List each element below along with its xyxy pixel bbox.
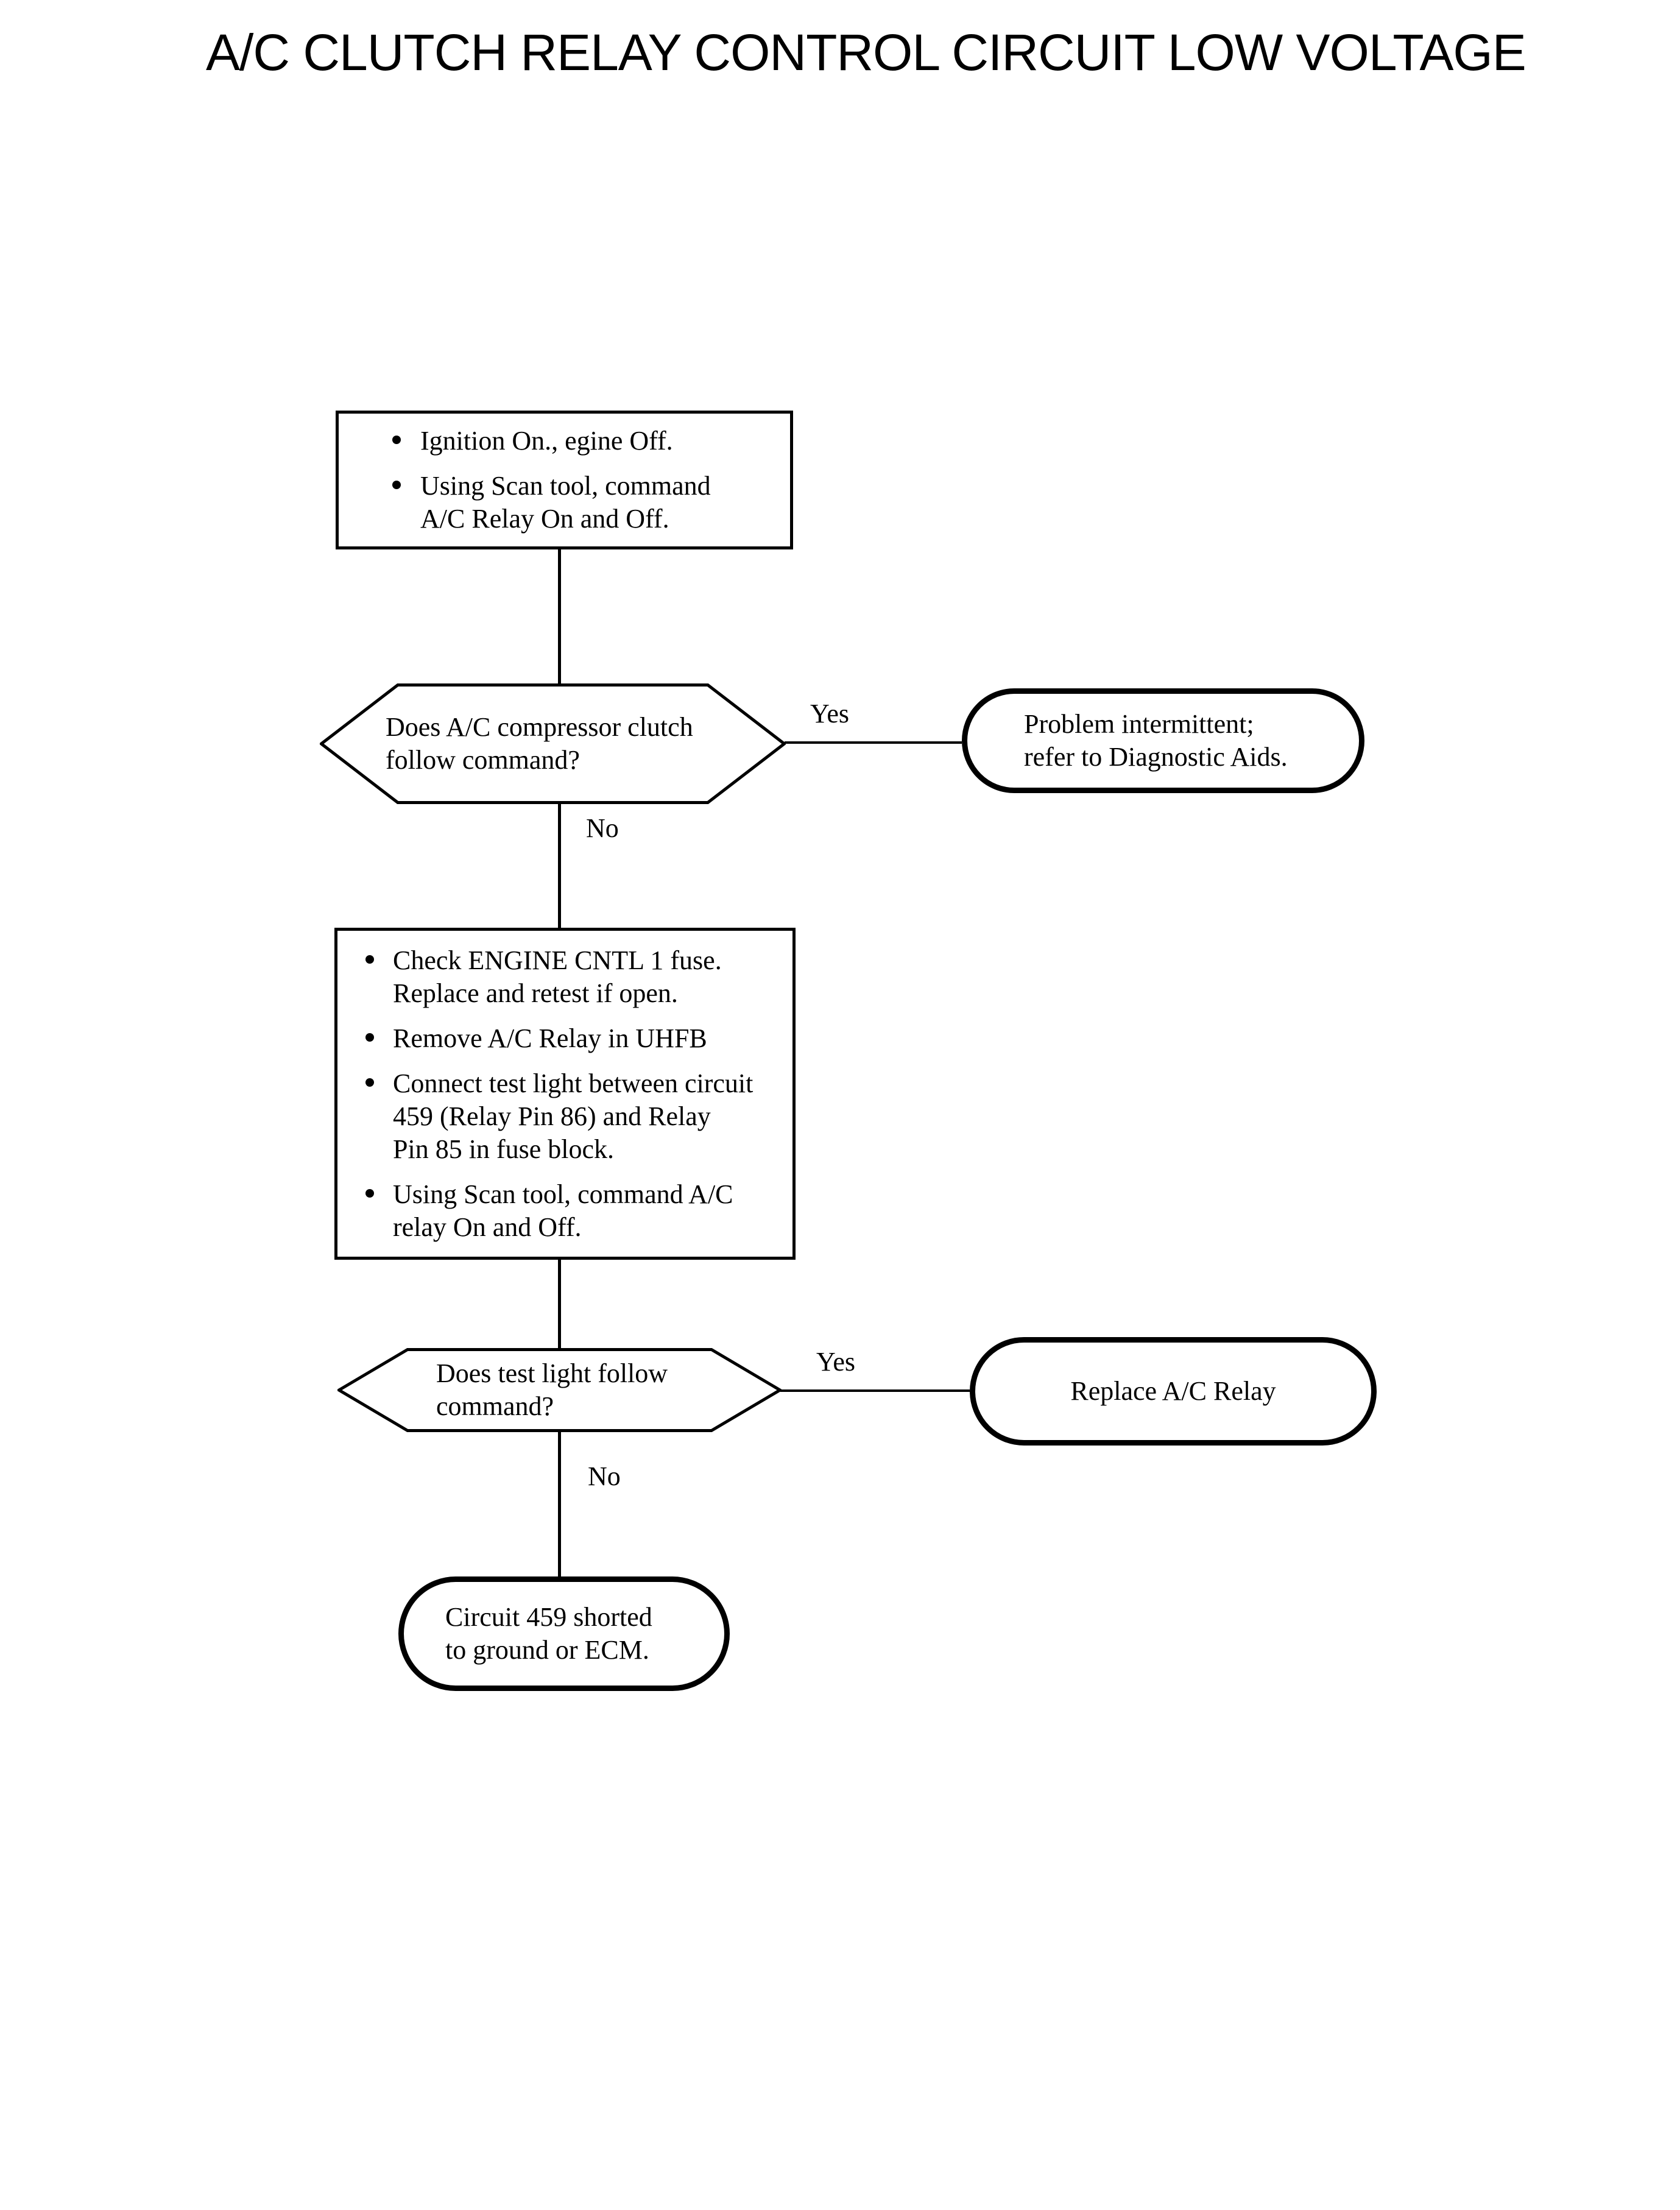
decision-line: Does test light follow [436, 1358, 668, 1388]
connector-line [785, 741, 962, 744]
decision-hexagon-1: Does A/C compressor clutch follow comman… [320, 683, 786, 804]
bullet-line: A/C Relay On and Off. [420, 504, 669, 534]
bullet-line: Ignition On., egine Off. [420, 426, 673, 456]
process-box-step2: Check ENGINE CNTL 1 fuse. Replace and re… [334, 928, 796, 1260]
terminal-line: refer to Diagnostic Aids. [1024, 742, 1288, 772]
bullet-item: Using Scan tool, command A/C Relay On an… [339, 470, 790, 535]
bullet-line: Using Scan tool, command A/C [393, 1179, 733, 1209]
bullet-line: 459 (Relay Pin 86) and Relay [393, 1101, 711, 1131]
terminal-line: Circuit 459 shorted [445, 1602, 652, 1632]
terminal-line: Problem intermittent; [1024, 709, 1254, 739]
yes-label-2: Yes [816, 1347, 856, 1377]
bullet-item: Ignition On., egine Off. [339, 425, 790, 457]
decision-1-text: Does A/C compressor clutch follow comman… [320, 683, 786, 804]
hexagon-shape [337, 1348, 782, 1432]
decision-2-text: Does test light follow command? [337, 1348, 782, 1432]
terminal-capsule-2: Replace A/C Relay [970, 1337, 1377, 1446]
bullet-line: Pin 85 in fuse block. [393, 1134, 614, 1164]
bullet-item: Remove A/C Relay in UHFB [337, 1022, 792, 1055]
decision-hexagon-2: Does test light follow command? [337, 1348, 782, 1432]
bullet-line: Connect test light between circuit [393, 1068, 754, 1098]
terminal-line: Replace A/C Relay [1070, 1376, 1276, 1406]
decision-line: Does A/C compressor clutch [386, 712, 693, 742]
bullet-item: Using Scan tool, command A/C relay On an… [337, 1178, 792, 1244]
bullet-dot-icon [365, 1078, 374, 1087]
terminal-capsule-1: Problem intermittent; refer to Diagnosti… [962, 688, 1364, 793]
bullet-line: relay On and Off. [393, 1212, 582, 1242]
step1-bullet-list: Ignition On., egine Off. Using Scan tool… [339, 425, 790, 535]
decision-line: follow command? [386, 745, 580, 775]
bullet-line: Remove A/C Relay in UHFB [393, 1023, 707, 1053]
terminal-line: to ground or ECM. [445, 1635, 649, 1665]
hexagon-shape [320, 683, 786, 804]
bullet-line: Using Scan tool, command [420, 471, 711, 501]
bullet-item: Check ENGINE CNTL 1 fuse. Replace and re… [337, 944, 792, 1010]
connector-line [780, 1389, 970, 1392]
process-box-step1: Ignition On., egine Off. Using Scan tool… [336, 411, 793, 549]
bullet-line: Replace and retest if open. [393, 978, 678, 1008]
connector-line [558, 548, 561, 685]
terminal-capsule-3: Circuit 459 shorted to ground or ECM. [398, 1576, 730, 1691]
bullet-dot-icon [365, 1033, 374, 1042]
flowchart-title: A/C CLUTCH RELAY CONTROL CIRCUIT LOW VOL… [206, 24, 1526, 81]
connector-line [558, 1259, 561, 1349]
yes-label-1: Yes [810, 699, 850, 729]
bullet-dot-icon [365, 1188, 374, 1198]
connector-line [558, 1431, 561, 1578]
step2-bullet-list: Check ENGINE CNTL 1 fuse. Replace and re… [337, 944, 792, 1244]
bullet-dot-icon [392, 481, 401, 489]
bullet-item: Connect test light between circuit 459 (… [337, 1067, 792, 1166]
no-label-1: No [586, 813, 619, 843]
decision-line: command? [436, 1391, 554, 1421]
no-label-2: No [588, 1461, 621, 1491]
connector-line [558, 803, 561, 929]
bullet-dot-icon [365, 955, 374, 964]
bullet-dot-icon [392, 436, 401, 444]
bullet-line: Check ENGINE CNTL 1 fuse. [393, 945, 722, 975]
